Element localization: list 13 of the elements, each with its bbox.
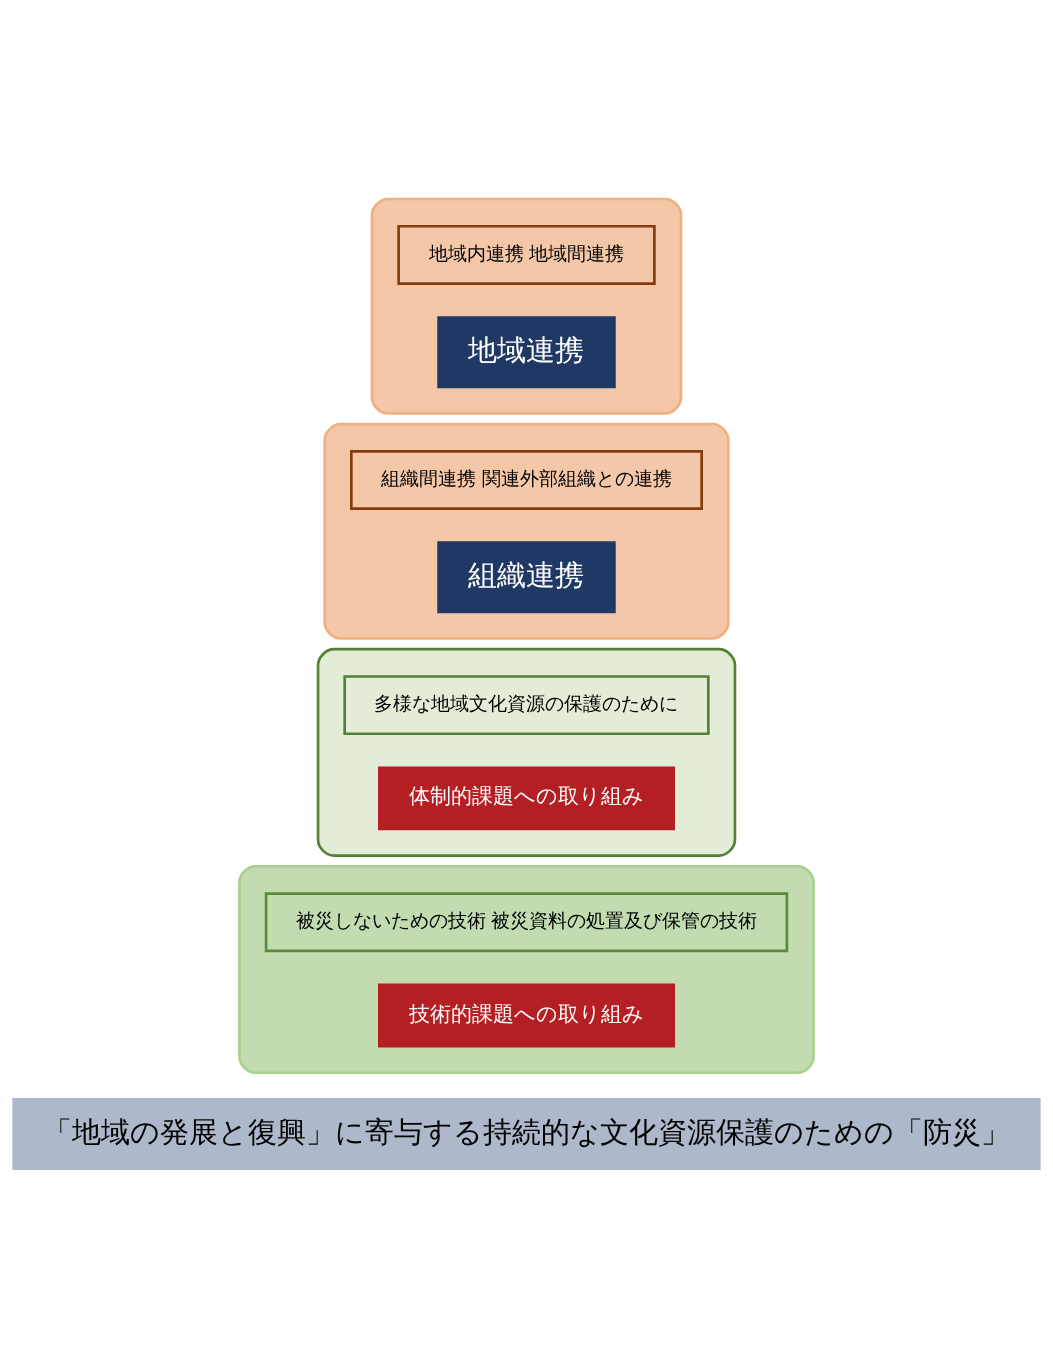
cluster [238,864,815,1075]
node-box: 多様な地域文化資源の保護のために [343,675,710,736]
node-box: 地域連携 [437,316,616,389]
node-box: 技術的課題への取り組み [378,983,675,1048]
node-box: 体制的課題への取り組み [378,766,675,831]
node-box: 被災しないための技術 被災資料の処置及び保管の技術 [264,892,789,953]
cluster [370,197,683,415]
node-box: 「地域の発展と復興」に寄与する持続的な文化資源保護のための「防災」 [12,1098,1041,1170]
node-box: 組織連携 [437,541,616,614]
node-box: 組織間連携 関連外部組織との連携 [350,450,703,510]
cluster [323,422,730,640]
cluster [316,647,737,857]
node-box: 地域内連携 地域間連携 [397,224,656,285]
